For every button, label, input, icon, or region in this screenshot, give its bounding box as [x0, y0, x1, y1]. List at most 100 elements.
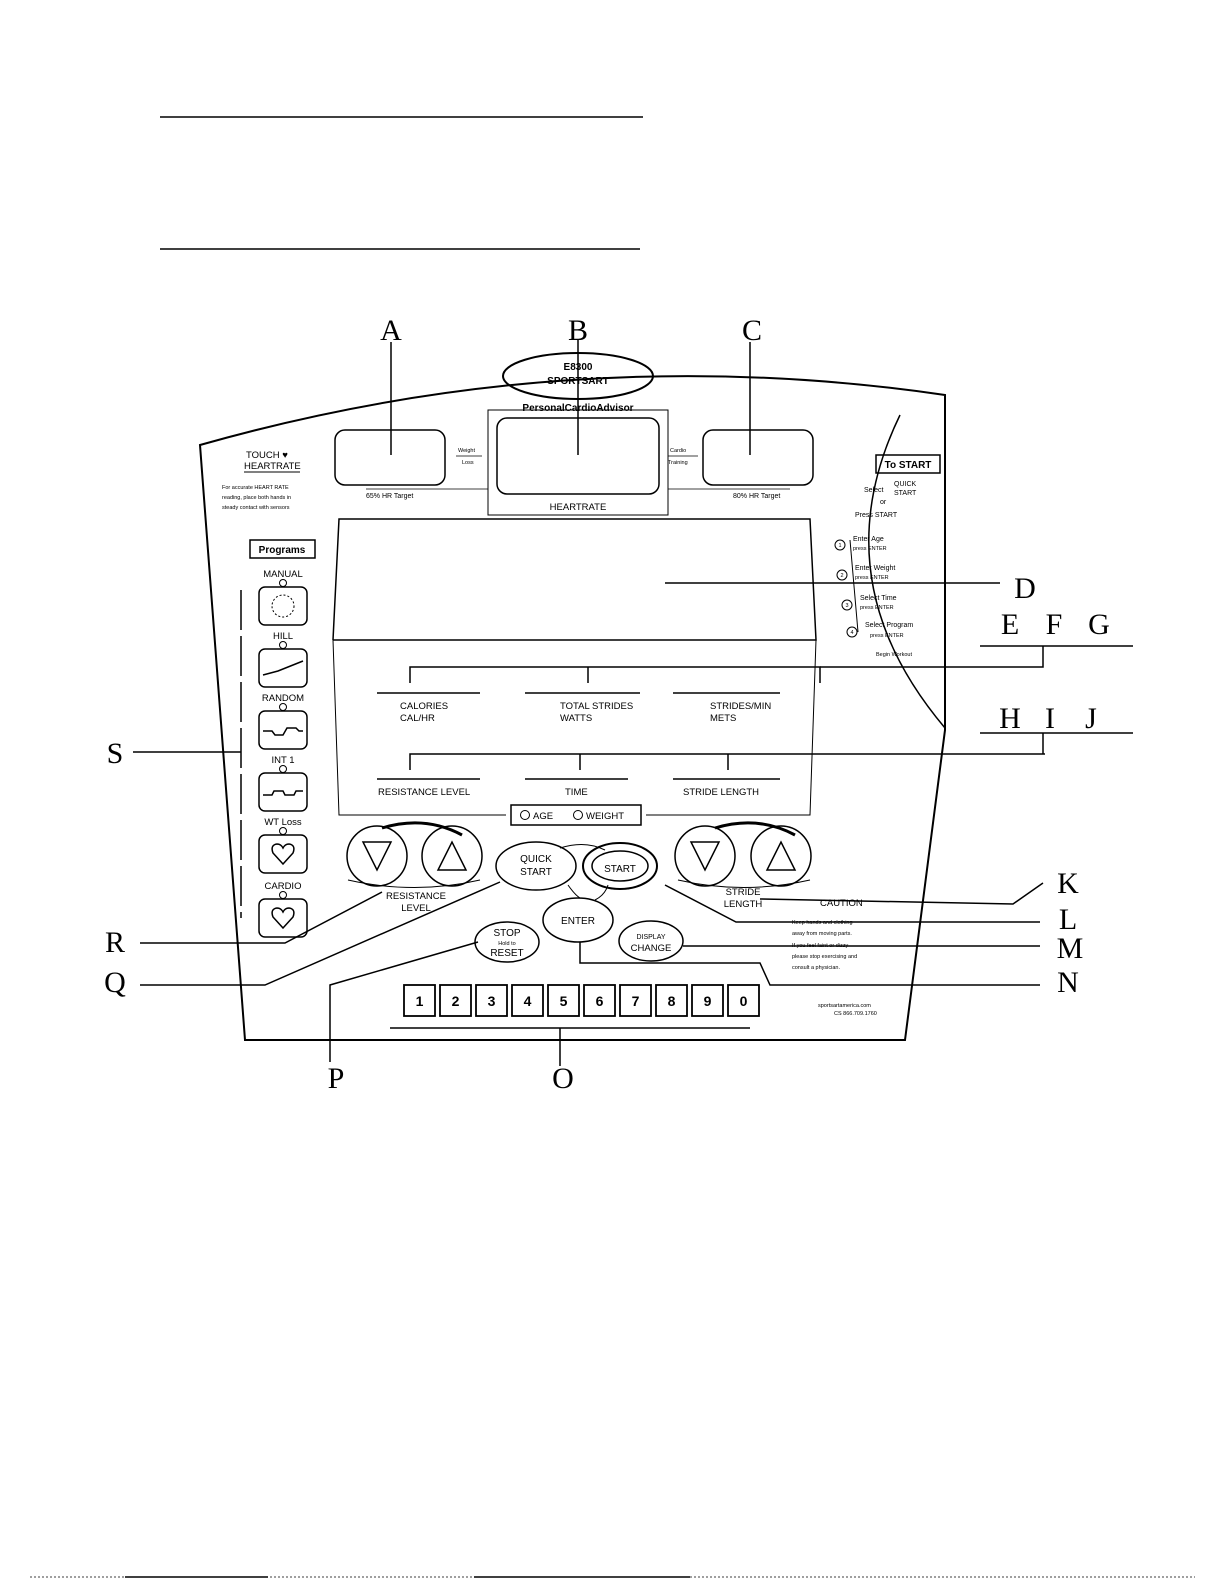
- resistance-knob-arc: [381, 821, 463, 837]
- main-dot-matrix-display: [332, 518, 817, 641]
- window-e-label-1: CALORIES: [400, 701, 448, 712]
- stop-reset-button[interactable]: STOP Hold to RESET: [474, 921, 540, 963]
- program-interval-led: [279, 765, 287, 773]
- weight-loss-1: Weight: [458, 448, 475, 454]
- keypad-key-2[interactable]: 2: [439, 984, 472, 1017]
- step-4-badge: [846, 626, 858, 638]
- callout-g: G: [1088, 608, 1110, 641]
- keypad-key-label: 8: [668, 993, 676, 1009]
- program-manual-button[interactable]: MANUAL: [258, 569, 308, 626]
- random-profile-icon: [263, 727, 303, 736]
- window-c-cardio-target: [702, 429, 814, 486]
- keypad-key-7[interactable]: 7: [619, 984, 652, 1017]
- touch-note-3: steady contact with sensors: [222, 505, 290, 511]
- program-weight-loss-button[interactable]: WT Loss: [258, 817, 308, 874]
- program-weight-loss-key: [258, 834, 308, 874]
- callout-d: D: [1014, 572, 1036, 605]
- quick-start-button[interactable]: QUICK START: [495, 841, 577, 891]
- display-left-edge: [332, 639, 506, 816]
- callout-line-l: [664, 884, 1040, 923]
- enter-button[interactable]: ENTER: [542, 897, 614, 943]
- program-hill-button[interactable]: HILL: [258, 631, 308, 688]
- keypad-key-frame: [439, 984, 472, 1017]
- step-1-num: 1: [838, 543, 841, 549]
- window-i-label: TIME: [565, 787, 588, 798]
- callout-c: C: [742, 314, 762, 347]
- resistance-down-key: [346, 825, 408, 887]
- callout-h: H: [999, 702, 1021, 735]
- keypad-key-9[interactable]: 9: [691, 984, 724, 1017]
- callout-j: J: [1085, 702, 1097, 735]
- callout-n: N: [1057, 966, 1079, 999]
- step-2-line-1: Enter Weight: [855, 565, 895, 572]
- console-outline: [198, 375, 946, 1041]
- quick-start-key: [495, 841, 577, 891]
- keypad-key-1[interactable]: 1: [403, 984, 436, 1017]
- to-start-quick-2: START: [894, 490, 917, 497]
- row2-bracket: [409, 753, 1045, 770]
- step-1-badge: [834, 539, 846, 551]
- window-a-weight-loss-target: [334, 429, 446, 486]
- keypad-key-4[interactable]: 4: [511, 984, 544, 1017]
- stride-up-button[interactable]: [750, 825, 812, 887]
- window-g-label-2: METS: [710, 713, 736, 724]
- keypad-key-label: 6: [596, 993, 604, 1009]
- caution-line-4: please stop exercising and: [792, 954, 857, 960]
- stride-knob-arc: [714, 821, 796, 837]
- keypad-key-6[interactable]: 6: [583, 984, 616, 1017]
- callout-l: L: [1059, 903, 1077, 936]
- keypad-key-label: 0: [740, 993, 748, 1009]
- to-start-begin: Begin Workout: [876, 652, 912, 658]
- program-hill-key: [258, 648, 308, 688]
- stride-down-key: [674, 825, 736, 887]
- window-f-label-1: TOTAL STRIDES: [560, 701, 633, 712]
- display-change-button[interactable]: DISPLAY CHANGE: [618, 920, 684, 962]
- program-hill-led: [279, 641, 287, 649]
- resistance-up-button[interactable]: [421, 825, 483, 887]
- hill-profile-icon: [262, 660, 304, 676]
- keypad-key-frame: [655, 984, 688, 1017]
- program-interval-label: INT 1: [271, 755, 294, 766]
- start-button[interactable]: START: [582, 842, 658, 890]
- program-random-led: [279, 703, 287, 711]
- keypad-key-0[interactable]: 0: [727, 984, 760, 1017]
- caution-line-5: consult a physician.: [792, 965, 840, 971]
- center-button-arc: [559, 844, 606, 851]
- window-j-label: STRIDE LENGTH: [683, 787, 759, 798]
- weight-label: WEIGHT: [586, 811, 624, 822]
- program-interval-button[interactable]: INT 1: [258, 755, 308, 812]
- resistance-up-key: [421, 825, 483, 887]
- program-weight-loss-led: [279, 827, 287, 835]
- stride-arc-label: [677, 879, 811, 888]
- keypad-key-5[interactable]: 5: [547, 984, 580, 1017]
- resistance-down-button[interactable]: [346, 825, 408, 887]
- heartrate-label: HEARTRATE: [550, 502, 607, 513]
- callout-e: E: [1001, 608, 1019, 641]
- stride-down-button[interactable]: [674, 825, 736, 887]
- left-target: 65% HR Target: [366, 493, 413, 500]
- callout-o: O: [552, 1062, 574, 1095]
- program-random-key: [258, 710, 308, 750]
- row1-bracket: [409, 666, 821, 683]
- center-button-arc-3: [594, 884, 609, 901]
- caution-line-2: away from moving parts.: [792, 931, 852, 937]
- callout-k: K: [1057, 867, 1079, 900]
- program-random-button[interactable]: RANDOM: [258, 693, 308, 750]
- keypad-key-8[interactable]: 8: [655, 984, 688, 1017]
- display-change-label-2: CHANGE: [631, 943, 672, 954]
- heart-icon: [271, 907, 295, 930]
- up-arrow-icon: [765, 840, 797, 871]
- program-cardio-button[interactable]: CARDIO: [258, 881, 308, 938]
- callout-b: B: [568, 314, 588, 347]
- weight-loss-2: Loss: [462, 460, 474, 466]
- start-label: START: [604, 864, 636, 875]
- touch-title-1: TOUCH ♥: [246, 450, 288, 461]
- step-4-line-1: Select Program: [865, 622, 913, 629]
- to-start-or: or: [880, 499, 887, 506]
- display-change-label-1: DISPLAY: [636, 934, 665, 941]
- step-3-line-1: Select Time: [860, 595, 897, 602]
- start-key-inner: [591, 850, 649, 882]
- keypad-key-label: 3: [488, 993, 496, 1009]
- keypad-key-3[interactable]: 3: [475, 984, 508, 1017]
